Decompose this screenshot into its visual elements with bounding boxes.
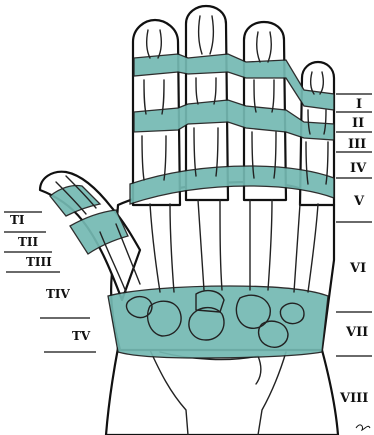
zone-label-iii: III [348,137,366,152]
thumb-label-tiv: TIV [46,287,71,301]
forearm-outline [106,348,338,435]
zone-label-viii: VIII [339,391,368,406]
zone-label-vi: VI [349,261,366,276]
thumb-label-ti: TI [10,213,25,227]
thumb-label-tii: TII [18,235,39,249]
zone-label-ii: II [352,116,364,131]
finger-zone-labels: I II III IV V VI VII VIII [339,97,368,406]
thumb-label-tv: TV [72,329,91,343]
zone-label-i: I [356,97,362,112]
artist-signature [356,425,370,430]
zone-label-vii: VII [345,325,368,340]
zone-label-iv: IV [350,161,367,176]
thumb-label-tiii: TIII [26,255,52,269]
zone-label-v: V [353,194,365,209]
finger-zone-ticks [336,94,372,356]
